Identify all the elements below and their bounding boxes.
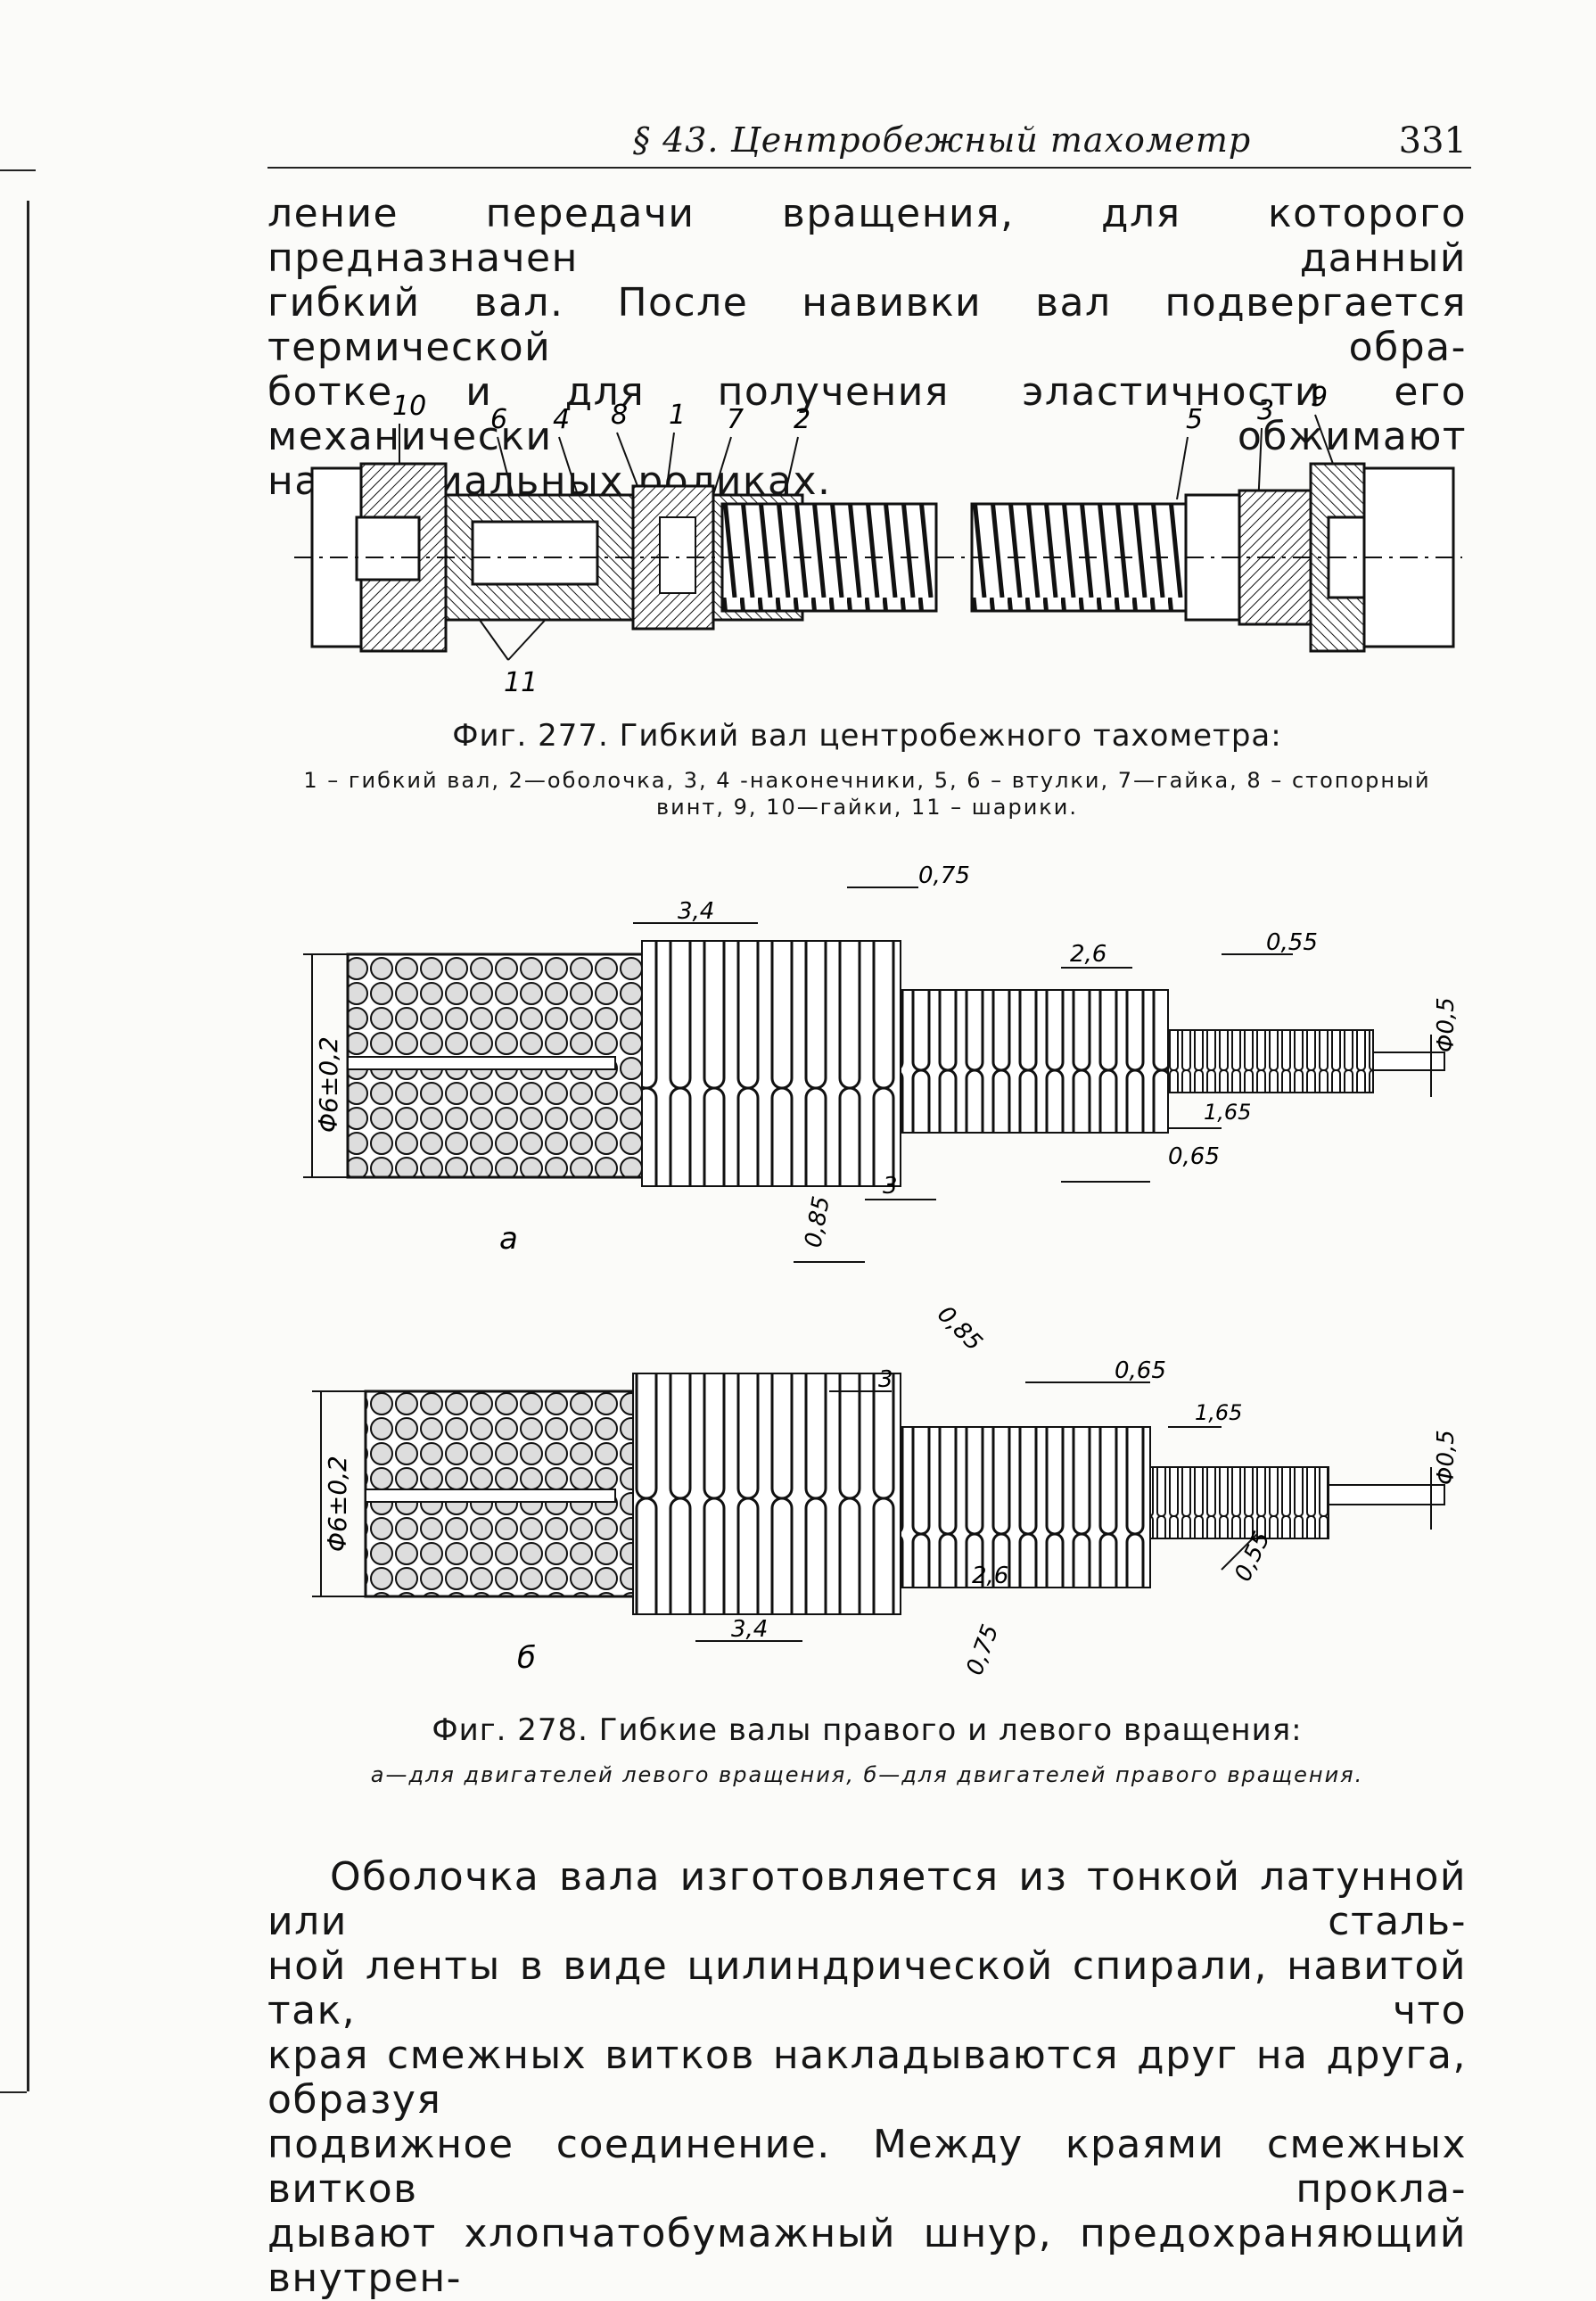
- figure-277-drawing: 10 6 4 8 1 7 2 5 3 9 11: [294, 384, 1462, 698]
- left-margin-rule: [27, 201, 29, 2091]
- dim-a-0-75: 0,75: [918, 862, 970, 889]
- dim-a-phi-0-5: Φ0,5: [1433, 997, 1460, 1052]
- body-paragraph: Оболочка вала изготовляется из тонкой ла…: [267, 1855, 1467, 2301]
- header-rule: [267, 167, 1471, 169]
- dim-a-2-6: 2,6: [1070, 941, 1107, 968]
- intro-paragraph: ление передачи вращения, для которого пр…: [267, 192, 1467, 504]
- body-line: Оболочка вала изготовляется из тонкой ла…: [267, 1854, 1467, 1944]
- figure-278b-drawing: б 0,85 3 0,65 1,65 Φ0,5 Φ6±0,2 0,55 2,6 …: [312, 1301, 1460, 1679]
- intro-line: ление передачи вращения, для которого пр…: [267, 191, 1467, 281]
- margin-tick-top: [0, 169, 36, 171]
- part-label-11: 11: [504, 667, 538, 698]
- dim-b-3: 3: [878, 1366, 893, 1393]
- body-line: края смежных витков накладываются друг н…: [267, 2033, 1467, 2123]
- intro-line: гибкий вал. После навивки вал подвергает…: [267, 280, 1467, 370]
- dim-b-phi-6: Φ6±0,2: [323, 1456, 352, 1552]
- variant-b-label: б: [517, 1640, 536, 1676]
- body-line: дывают хлопчатобумажный шнур, предохраня…: [267, 2211, 1467, 2301]
- dim-a-0-55: 0,55: [1266, 929, 1318, 956]
- figure-278-caption-title: Фиг. 278. Гибкие валы правого и левого в…: [432, 1712, 1303, 1748]
- dim-a-3: 3: [883, 1173, 898, 1200]
- page-number: 331: [1398, 120, 1467, 161]
- dim-b-0-65: 0,65: [1115, 1357, 1166, 1384]
- part-label-8: 8: [611, 400, 628, 431]
- dim-b-phi-0-5: Φ0,5: [1433, 1430, 1460, 1485]
- figure-277-caption-legend-2: винт, 9, 10—гайки, 11 – шарики.: [655, 795, 1079, 820]
- figure-277-caption-title: Фиг. 277. Гибкий вал центробежного тахом…: [452, 718, 1282, 754]
- part-label-4: 4: [553, 404, 570, 435]
- dim-a-3-4: 3,4: [678, 898, 714, 925]
- running-header: § 43. Центробежный тахометр 331: [267, 120, 1471, 174]
- intro-line: ботке и для получения эластичности его м…: [267, 369, 1467, 459]
- dim-a-1-65: 1,65: [1204, 1100, 1251, 1125]
- part-label-5: 5: [1186, 404, 1203, 435]
- dim-b-0-75: 0,75: [961, 1621, 1004, 1679]
- dim-a-0-65: 0,65: [1168, 1143, 1220, 1170]
- part-label-7: 7: [727, 404, 744, 435]
- part-label-10: 10: [392, 391, 426, 422]
- margin-tick-bottom: [0, 2091, 27, 2093]
- part-label-2: 2: [794, 404, 810, 435]
- variant-a-label: а: [499, 1221, 518, 1257]
- dim-a-0-85: 0,85: [800, 1194, 835, 1249]
- dim-b-0-85: 0,85: [932, 1301, 987, 1357]
- dim-b-3-4: 3,4: [731, 1616, 768, 1643]
- dim-b-2-6: 2,6: [972, 1563, 1008, 1589]
- part-label-1: 1: [669, 400, 686, 431]
- figure-278a-drawing: а 3,4 0,75 2,6 0,55 Φ0,5 Φ6±0,2 1,65 0,6…: [303, 862, 1460, 1263]
- part-label-6: 6: [490, 404, 507, 435]
- figure-277-caption-legend-1: 1 – гибкий вал, 2—оболочка, 3, 4 -наконе…: [303, 768, 1431, 793]
- dim-a-phi-6: Φ6±0,2: [314, 1036, 343, 1133]
- body-line: подвижное соединение. Между краями смежн…: [267, 2122, 1467, 2212]
- section-title: § 43. Центробежный тахометр: [633, 120, 1252, 160]
- body-line: ной ленты в виде цилиндрической спирали,…: [267, 1943, 1467, 2033]
- part-label-9: 9: [1311, 384, 1328, 413]
- figure-278-caption-legend: а—для двигателей левого вращения, б—для …: [370, 1762, 1364, 1787]
- part-label-3: 3: [1257, 395, 1274, 426]
- dim-b-1-65: 1,65: [1195, 1400, 1242, 1425]
